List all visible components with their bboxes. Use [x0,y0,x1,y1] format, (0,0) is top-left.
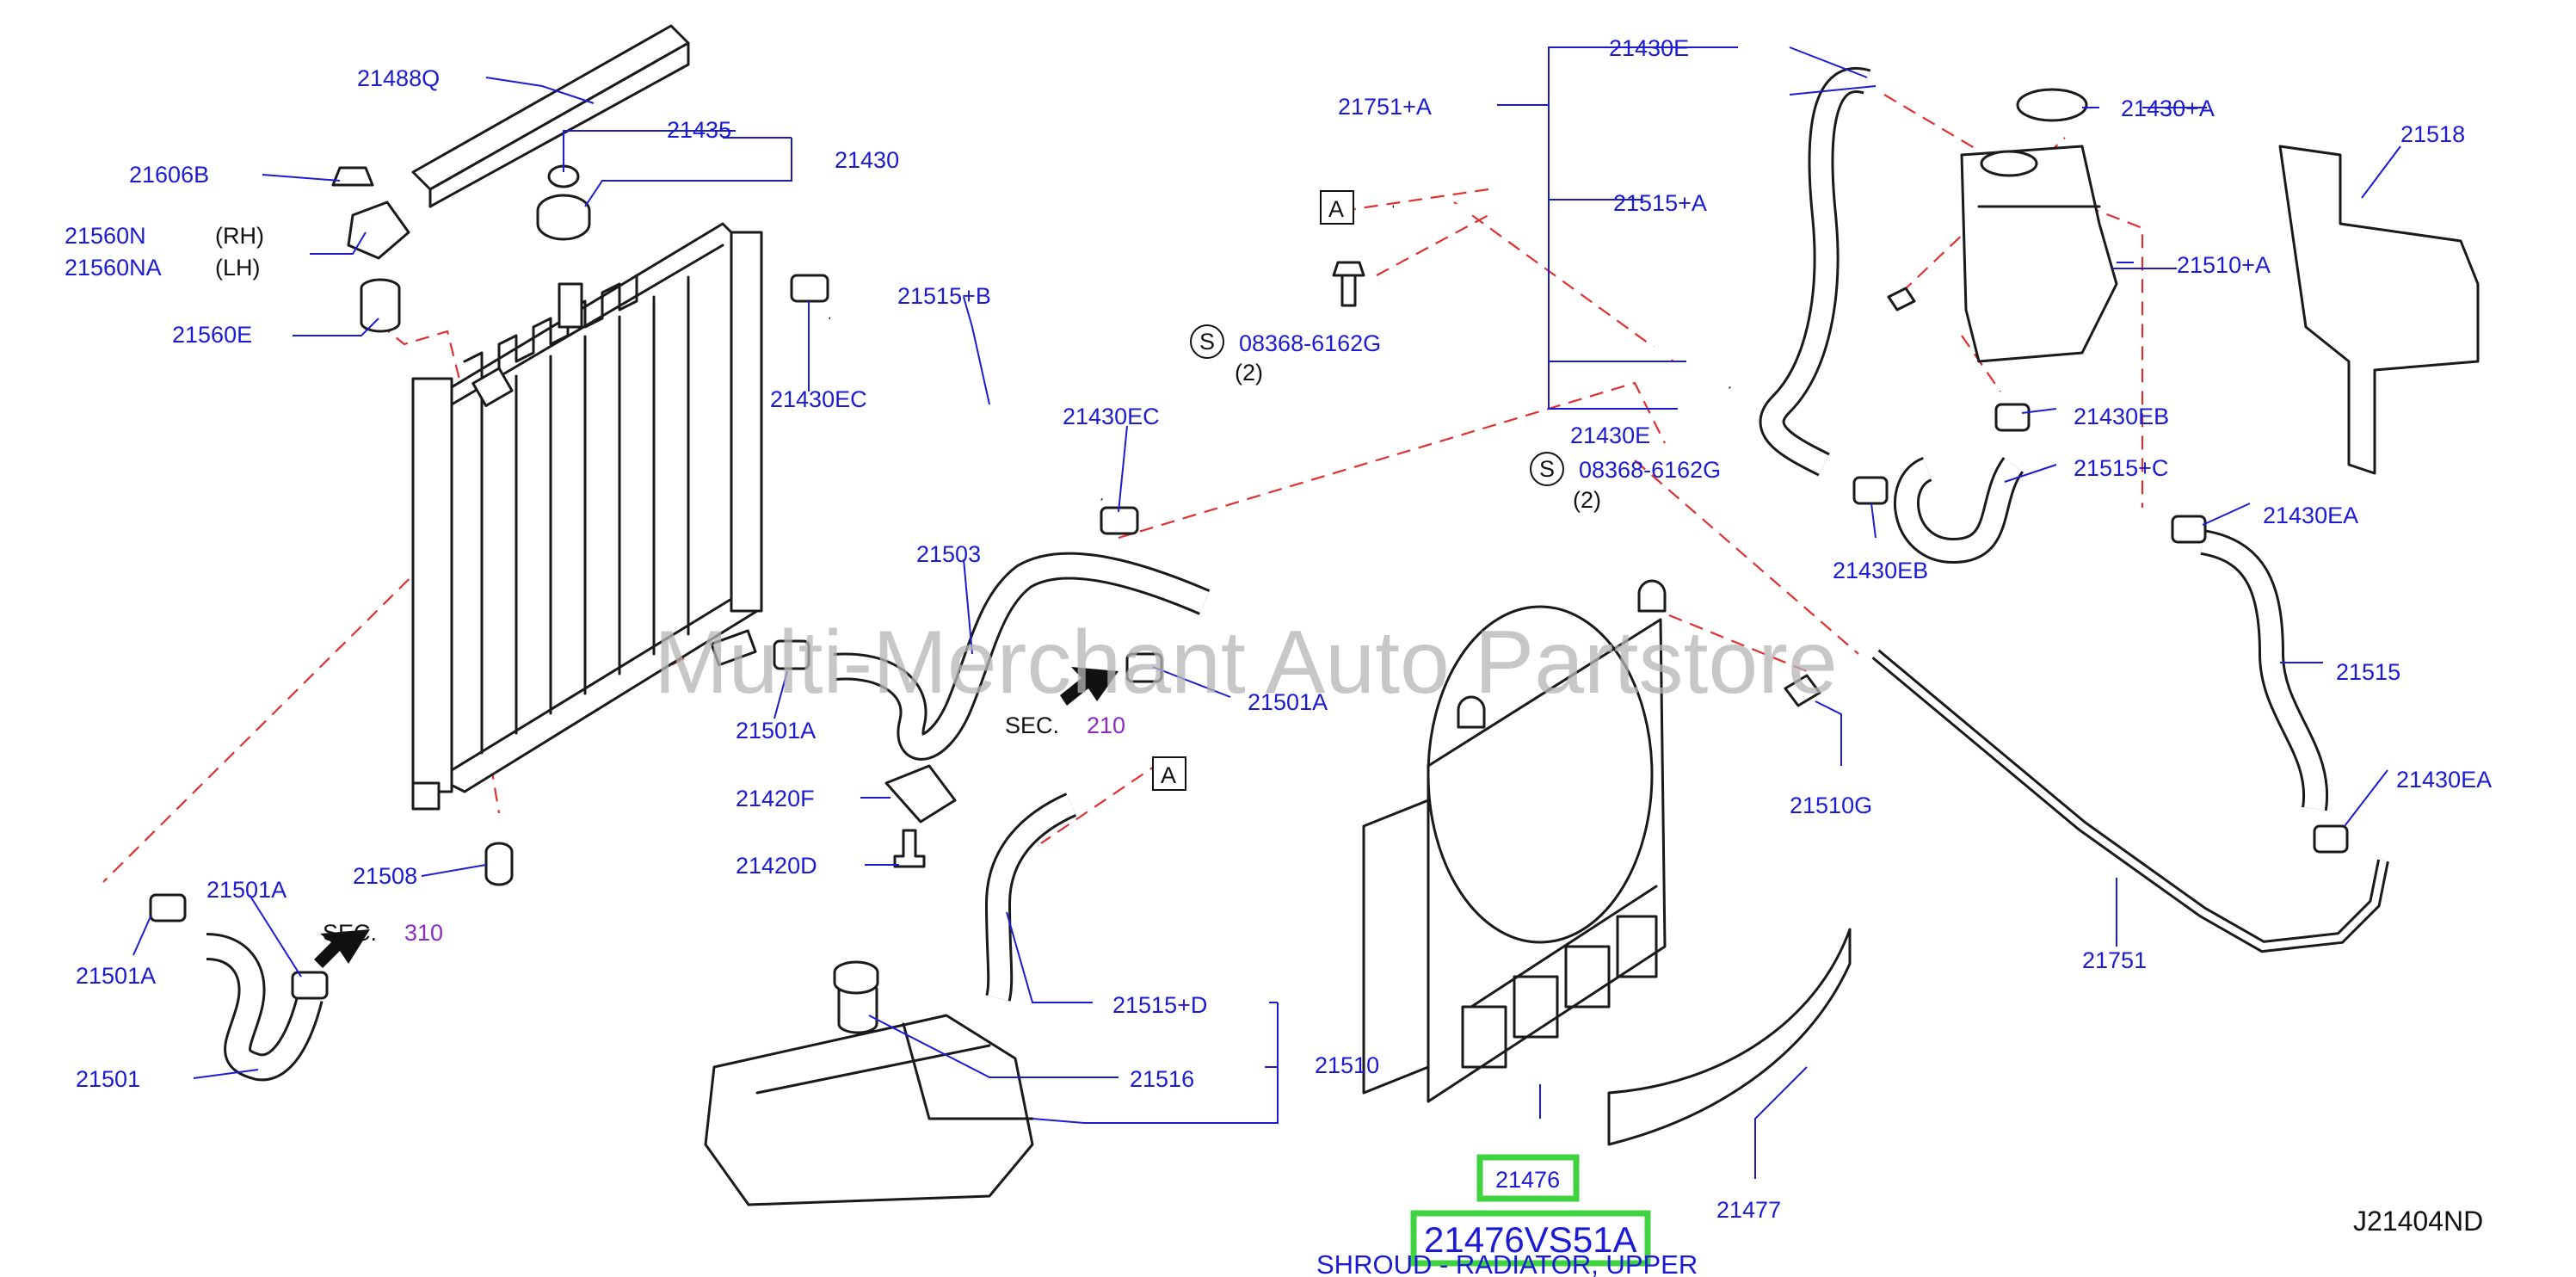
label-21420D[interactable]: 21420D [736,853,817,879]
label-qty-a: (2) [1235,360,1263,386]
label-rh: (RH) [215,223,264,249]
label-21430E-b[interactable]: 21430E [1570,423,1650,448]
sec-310-arrow [314,929,370,968]
ref-box-a-2 [1152,756,1186,791]
label-21501A-a[interactable]: 21501A [736,718,816,743]
ref-s-2: S [1539,456,1555,482]
clamp-21430EA-2 [2313,824,2349,854]
label-08368-a[interactable]: 08368-6162G [1239,330,1381,356]
label-21430A[interactable]: 21430+A [2121,96,2215,121]
label-21488Q[interactable]: 21488Q [357,65,440,91]
label-21430EC-a[interactable]: 21430EC [770,386,867,412]
label-08368-b[interactable]: 08368-6162G [1579,457,1721,483]
label-21501A-c[interactable]: 21501A [206,877,287,903]
ref-s-1: S [1199,329,1215,355]
ref-box-a-1 [1320,190,1354,225]
reservoir-tank-21510 [704,960,1034,1206]
highlight-box-21476 [1476,1154,1580,1202]
label-21503[interactable]: 21503 [916,541,981,567]
label-21751[interactable]: 21751 [2082,947,2147,973]
label-21430[interactable]: 21430 [835,147,899,173]
hose-clamp-lower-1 [773,639,810,670]
radiator-shroud-lower [1607,928,1852,1146]
label-21420F[interactable]: 21420F [736,786,815,811]
label-21501[interactable]: 21501 [76,1066,140,1092]
reservoir-tank-21510A [1960,88,2118,363]
label-21515D[interactable]: 21515+D [1112,992,1207,1018]
radiator-shroud-upper [1362,579,1667,1103]
label-21515C[interactable]: 21515+C [2074,455,2168,481]
hose-clamp-21501-2 [291,971,329,1000]
hose-clamp-upper-1 [790,274,829,303]
sec-310-number[interactable]: 310 [404,920,443,946]
label-21560NA[interactable]: 21560NA [65,255,162,281]
ref-a-2: A [1161,762,1176,788]
hose-clamp-lower-2 [1125,652,1163,683]
label-21430EA-b[interactable]: 21430EA [2396,767,2492,793]
highlight-box-part-number [1410,1210,1651,1267]
label-21430EC-b[interactable]: 21430EC [1063,404,1160,429]
label-21476[interactable]: 21476 [1495,1167,1560,1193]
label-21560N[interactable]: 21560N [65,223,146,249]
bracket-21518 [2278,145,2480,475]
label-21515[interactable]: 21515 [2336,659,2400,685]
watermark-text: Multi-Merchant Auto Partstore [654,613,1838,713]
label-21518[interactable]: 21518 [2400,121,2465,147]
bolt-08368-b [1887,287,1916,312]
label-21435[interactable]: 21435 [667,117,731,143]
clamp-21430EB-2 [1852,476,1889,505]
label-qty-b: (2) [1573,487,1601,513]
sec-210-word: SEC. [1005,713,1059,738]
clamp-21430EB-1 [1994,403,2031,432]
sec-210-arrow [1060,667,1119,706]
diagram-code: J21404ND [2353,1206,2483,1237]
label-21430EB-a[interactable]: 21430EB [2074,404,2169,429]
radiator-mount-parts [331,166,410,333]
label-21501A-b[interactable]: 21501A [1248,689,1328,715]
hose-bracket [884,764,957,824]
bracket-bolt [893,829,926,868]
ref-circle-s-1 [1190,324,1224,359]
selected-part-description: SHROUD - RADIATOR, UPPER [1316,1249,1698,1277]
label-21430E-a[interactable]: 21430E [1609,35,1689,61]
ref-a-1: A [1328,196,1344,222]
label-lh: (LH) [215,255,261,281]
drain-plug [484,842,514,886]
radiator-core [411,222,763,811]
ref-circle-s-2 [1530,452,1564,486]
bolt-08368-a [1332,261,1365,307]
radiator-seal-strip [411,24,690,208]
label-21430EB-b[interactable]: 21430EB [1833,558,1928,583]
shroud-bolt [1784,674,1821,707]
label-21510A[interactable]: 21510+A [2177,252,2271,278]
label-21430EA-a[interactable]: 21430EA [2263,503,2358,528]
label-21508[interactable]: 21508 [353,863,417,889]
leader-lines [132,46,2401,1179]
label-21510G[interactable]: 21510G [1790,793,1872,818]
label-21606B[interactable]: 21606B [129,162,209,188]
label-21477[interactable]: 21477 [1716,1197,1781,1223]
label-21510[interactable]: 21510 [1315,1052,1379,1078]
label-21501A-d[interactable]: 21501A [76,963,156,989]
label-21751A[interactable]: 21751+A [1338,94,1432,120]
radiator-cap [536,194,591,241]
clamp-21430EA-1 [2171,515,2207,544]
label-21516[interactable]: 21516 [1130,1066,1194,1092]
sec-310-word: SEC. [323,920,377,946]
label-21560E[interactable]: 21560E [172,322,252,348]
sec-210-number[interactable]: 210 [1087,713,1125,738]
label-21515A[interactable]: 21515+A [1613,190,1707,216]
selected-part-number[interactable]: 21476VS51A [1424,1219,1637,1260]
hose-clamp-21501-1 [149,893,187,922]
part-labels: 21488Q 21435 21430 21606B 21560N (RH) 21… [65,35,2492,1223]
label-21515B[interactable]: 21515+B [897,283,991,309]
